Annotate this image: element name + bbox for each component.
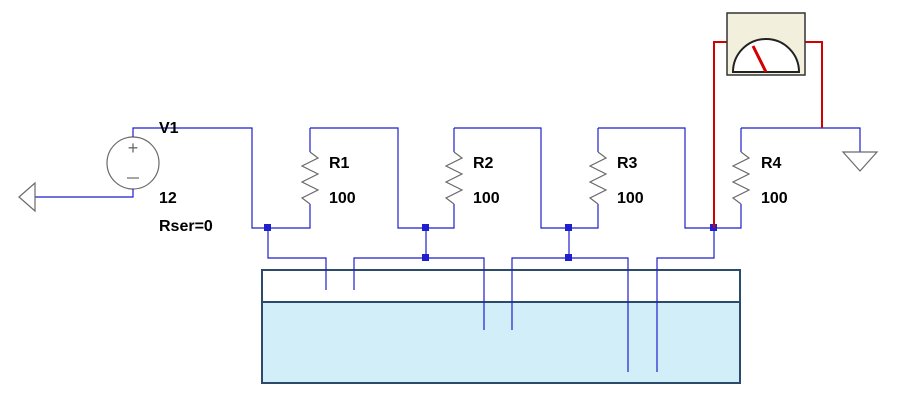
source-name-label: V1 bbox=[159, 120, 179, 137]
resistor-name-label: R4 bbox=[761, 155, 782, 172]
wire-r2 bbox=[426, 127, 569, 229]
wire-r4 bbox=[714, 127, 861, 229]
resistor-r3-icon bbox=[588, 151, 608, 205]
ground-icon bbox=[841, 151, 879, 172]
wire-source-top bbox=[132, 127, 268, 229]
arrow-node-icon bbox=[18, 181, 36, 213]
resistor-value-label: 100 bbox=[617, 190, 644, 207]
junction-dots bbox=[264, 224, 717, 261]
wire-r1 bbox=[268, 127, 426, 229]
wire-source-bottom bbox=[35, 189, 134, 198]
meter-probe-left bbox=[713, 41, 727, 228]
electrode-wire-4 bbox=[656, 228, 715, 372]
voltage-source-icon: + bbox=[106, 136, 160, 190]
electrode-wire-3 bbox=[511, 228, 629, 372]
resistor-r1-icon bbox=[300, 151, 320, 205]
resistor-name-label: R2 bbox=[473, 155, 494, 172]
liquid-tank bbox=[261, 269, 741, 384]
source-rser-label: Rser=0 bbox=[159, 218, 213, 235]
resistor-r4-icon bbox=[731, 151, 751, 205]
resistor-name-label: R3 bbox=[617, 155, 638, 172]
svg-text:+: + bbox=[128, 138, 139, 158]
wire-r3 bbox=[569, 127, 714, 229]
meter-probe-right bbox=[805, 41, 823, 128]
resistor-r2-icon bbox=[444, 151, 464, 205]
resistor-value-label: 100 bbox=[329, 190, 356, 207]
resistor-name-label: R1 bbox=[329, 155, 350, 172]
analog-meter-icon bbox=[726, 12, 806, 76]
tank-liquid bbox=[263, 302, 739, 382]
resistor-value-label: 100 bbox=[473, 190, 500, 207]
resistor-value-label: 100 bbox=[761, 190, 788, 207]
electrode-wire-2 bbox=[353, 228, 485, 330]
source-voltage-label: 12 bbox=[159, 190, 177, 207]
electrode-wire-1 bbox=[267, 228, 327, 290]
